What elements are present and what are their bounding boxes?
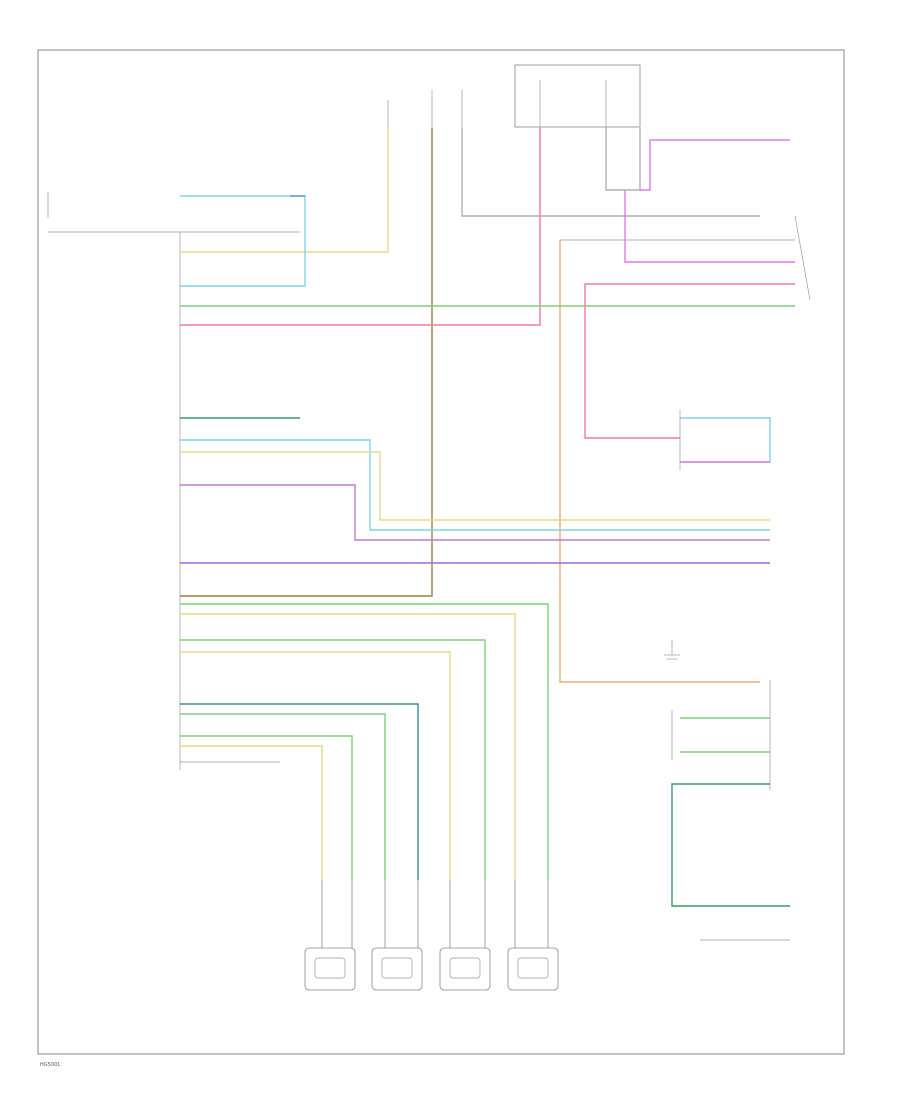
wire-yellow-lf2	[180, 651, 451, 880]
wire-green-rr2	[180, 713, 386, 880]
module-right-bottom	[671, 680, 790, 941]
wire-pink-switch	[584, 283, 795, 439]
wire-violet-sensor	[180, 484, 770, 541]
wheel-speed-sensor-lf	[304, 947, 356, 991]
wire-teal-rr1	[180, 703, 419, 880]
wire-green-lf1	[180, 639, 486, 880]
figure-code: HG5001	[40, 1062, 60, 1068]
diagram-frame	[37, 49, 845, 1055]
ground-symbol	[664, 640, 680, 660]
wire-green-rf1	[180, 603, 549, 880]
wheel-speed-sensor-rf	[507, 947, 559, 991]
fuse-box-left	[387, 64, 641, 128]
wheel-speed-sensor-rr	[371, 947, 423, 991]
wire-brown-top	[180, 128, 433, 597]
wire-magenta-right	[640, 139, 790, 191]
sensor-wire-terminals	[321, 880, 549, 948]
wire-gray-top	[461, 128, 760, 217]
wire-yellow-lr2	[180, 745, 323, 880]
connector-top-left	[47, 192, 300, 770]
wire-cyan-sensor	[180, 439, 770, 531]
wire-green-lr1	[180, 735, 353, 880]
wire-orange-mid	[559, 240, 760, 683]
wheel-speed-sensor-lr	[439, 947, 491, 991]
wire-magenta-switch	[624, 190, 795, 263]
wire-gray-right	[605, 128, 641, 191]
sensor-box-right	[679, 410, 771, 470]
wire-yellow-sensor	[180, 451, 770, 521]
wire-cyan	[180, 195, 306, 287]
wire-yellow-rf2	[180, 613, 516, 880]
wire-pink-top	[180, 128, 541, 326]
wire-yellow-top	[180, 128, 389, 253]
